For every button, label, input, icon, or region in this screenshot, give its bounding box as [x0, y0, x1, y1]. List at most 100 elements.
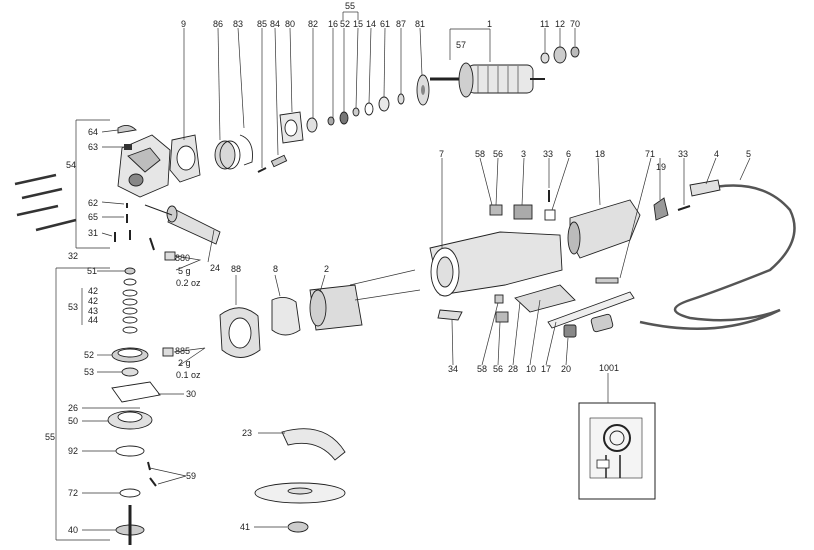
- label-82: 82: [308, 19, 318, 29]
- label-62: 62: [88, 198, 98, 208]
- label-30: 30: [186, 389, 196, 399]
- motor-housing-7: [429, 231, 563, 297]
- label-56-top: 56: [493, 149, 503, 159]
- label-6: 6: [566, 149, 571, 159]
- label-56: 56: [493, 364, 503, 374]
- label-14: 14: [366, 19, 376, 29]
- washer-stack: [122, 267, 138, 334]
- screws-59: [147, 461, 157, 487]
- label-85: 85: [257, 19, 267, 29]
- flange-50: [107, 410, 153, 430]
- label-61: 61: [380, 19, 390, 29]
- label-5: 5: [746, 149, 751, 159]
- label-70: 70: [570, 19, 580, 29]
- gear-housing-9: [169, 134, 201, 183]
- block-6: [544, 209, 556, 221]
- schematic-box-1001: [578, 402, 656, 500]
- stator-2: [309, 269, 421, 331]
- part-71: [595, 277, 619, 284]
- label-17: 17: [541, 364, 551, 374]
- label-20: 20: [561, 364, 571, 374]
- label-53a: 53: [68, 302, 78, 312]
- label-42b: 42: [88, 296, 98, 306]
- label-16: 16: [328, 19, 338, 29]
- gear-plate-80: [279, 111, 304, 144]
- label-34: 34: [448, 364, 458, 374]
- label-2: 2: [324, 264, 329, 274]
- label-26: 26: [68, 403, 78, 413]
- labels-top: 9 86 83 85 84 80 82 16 55 52 15 14 61 87…: [181, 1, 580, 50]
- label-31: 31: [88, 228, 98, 238]
- label-84: 84: [270, 19, 280, 29]
- label-51: 51: [87, 266, 97, 276]
- label-44: 44: [88, 315, 98, 325]
- label-15: 15: [353, 19, 363, 29]
- label-0-1oz: 0.1 oz: [176, 370, 201, 380]
- label-81: 81: [415, 19, 425, 29]
- label-65: 65: [88, 212, 98, 222]
- ring-8: [271, 297, 301, 336]
- label-28: 28: [508, 364, 518, 374]
- spindle-40: [115, 505, 145, 545]
- cap-70: [570, 46, 580, 58]
- label-58-top: 58: [475, 149, 485, 159]
- label-10: 10: [526, 364, 536, 374]
- label-3: 3: [521, 149, 526, 159]
- label-24: 24: [210, 263, 220, 273]
- label-64: 64: [88, 127, 98, 137]
- label-41: 41: [240, 522, 250, 532]
- label-19: 19: [656, 162, 666, 172]
- label-86: 86: [213, 19, 223, 29]
- label-40: 40: [68, 525, 78, 535]
- nut-41: [287, 521, 309, 533]
- end-cap-88: [219, 307, 261, 358]
- armature-assembly: [430, 62, 545, 98]
- label-4: 4: [714, 149, 719, 159]
- label-88: 88: [231, 264, 241, 274]
- grease-tubes: [162, 251, 176, 357]
- disc: [254, 482, 346, 504]
- label-12: 12: [555, 19, 565, 29]
- label-0-2oz: 0.2 oz: [176, 278, 201, 288]
- label-58: 58: [477, 364, 487, 374]
- bevel-gear-52: [111, 347, 149, 363]
- small-parts-row: [306, 93, 405, 133]
- label-43: 43: [88, 306, 98, 316]
- pin-85: [257, 167, 267, 173]
- label-87: 87: [396, 19, 406, 29]
- part-63: [124, 144, 132, 150]
- labels-middle: 7 58 56 3 33 6 18 71 19 33 4 5 34 58 56 …: [439, 149, 751, 374]
- label-2g: 2 g: [178, 358, 191, 368]
- label-63: 63: [88, 142, 98, 152]
- side-screws: [14, 173, 77, 232]
- label-1: 1: [487, 19, 492, 29]
- label-32: 32: [68, 251, 78, 261]
- clip-83: [239, 134, 253, 166]
- slider-17: [547, 291, 635, 329]
- board-10: [514, 284, 576, 313]
- label-80: 80: [285, 19, 295, 29]
- small-34: [437, 309, 463, 321]
- handle-24: [144, 204, 221, 245]
- bearing-11: [540, 52, 550, 64]
- switch-20: [563, 324, 577, 338]
- label-55-left: 55: [45, 432, 55, 442]
- plate-30: [111, 381, 161, 403]
- label-33b: 33: [678, 149, 688, 159]
- label-71: 71: [645, 149, 655, 159]
- ring-92: [115, 445, 145, 457]
- label-59: 59: [186, 471, 196, 481]
- label-11: 11: [540, 19, 549, 29]
- label-885: 885: [175, 346, 190, 356]
- label-92: 92: [68, 446, 78, 456]
- label-8: 8: [273, 264, 278, 274]
- brush-3: [513, 204, 533, 220]
- clip-19: [653, 197, 669, 221]
- fan-81: [416, 74, 430, 106]
- label-18: 18: [595, 149, 605, 159]
- top-cover-18: [567, 199, 641, 259]
- knob-64: [117, 125, 137, 134]
- label-53b: 53: [84, 367, 94, 377]
- small-56b: [495, 311, 509, 323]
